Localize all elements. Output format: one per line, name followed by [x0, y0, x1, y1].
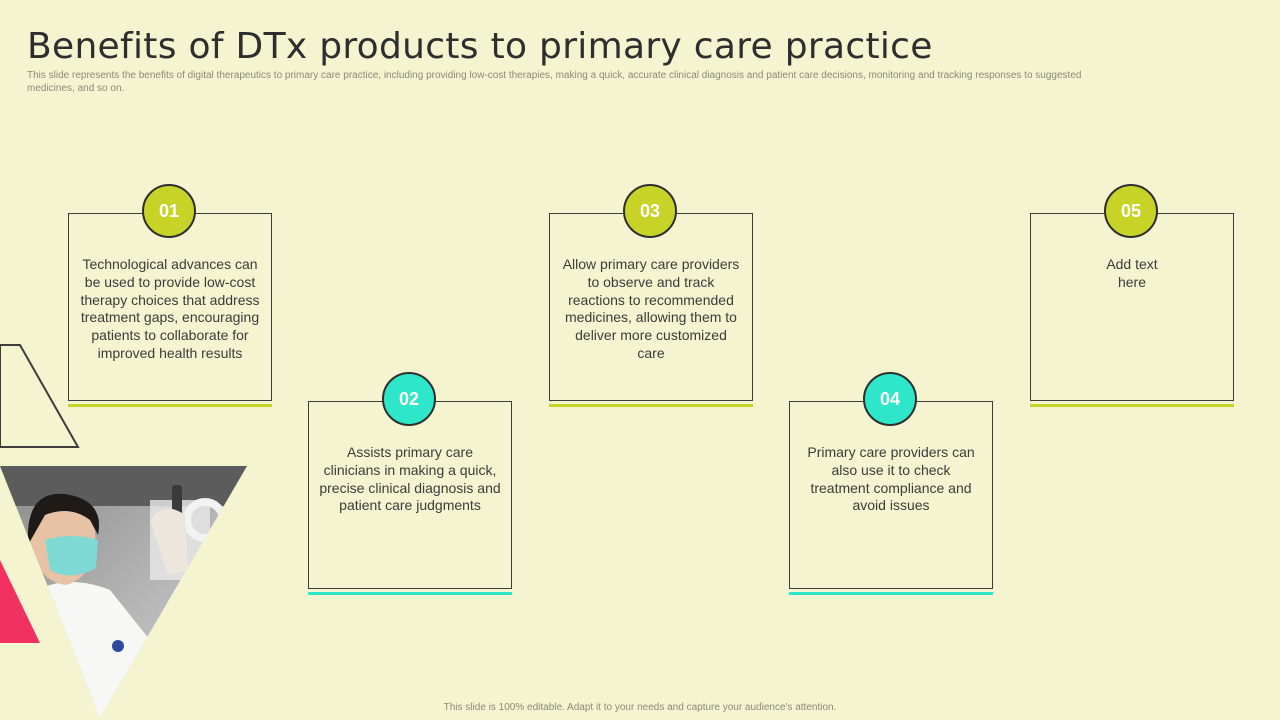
- benefit-card-04: Primary care providers can also use it t…: [789, 401, 993, 595]
- benefit-number-badge-05: 05: [1104, 184, 1158, 238]
- benefit-card-01-text: Technological advances can be used to pr…: [80, 256, 260, 361]
- outline-triangle-shape: [0, 344, 80, 448]
- benefit-card-02: Assists primary care clinicians in makin…: [308, 401, 512, 595]
- footer-note: This slide is 100% editable. Adapt it to…: [443, 702, 837, 713]
- benefit-number-badge-02: 02: [382, 372, 436, 426]
- benefit-card-05: Add text here: [1030, 213, 1234, 407]
- benefit-card-03: Allow primary care providers to observe …: [549, 213, 753, 407]
- decorative-shapes: [0, 344, 247, 718]
- page-title: Benefits of DTx products to primary care…: [27, 26, 933, 67]
- benefit-number-badge-04: 04: [863, 372, 917, 426]
- benefit-number-badge-01: 01: [142, 184, 196, 238]
- benefit-card-04-text: Primary care providers can also use it t…: [807, 444, 975, 514]
- page-subtitle: This slide represents the benefits of di…: [27, 70, 1082, 94]
- benefit-card-02-text: Assists primary care clinicians in makin…: [319, 444, 501, 514]
- benefit-card-01: Technological advances can be used to pr…: [68, 213, 272, 407]
- pink-triangle-shape: [0, 560, 40, 643]
- benefit-number-badge-03: 03: [623, 184, 677, 238]
- benefit-card-03-text: Allow primary care providers to observe …: [562, 256, 740, 361]
- doctor-with-vial-photo: [0, 466, 247, 718]
- benefit-card-05-text: Add text here: [1106, 256, 1158, 290]
